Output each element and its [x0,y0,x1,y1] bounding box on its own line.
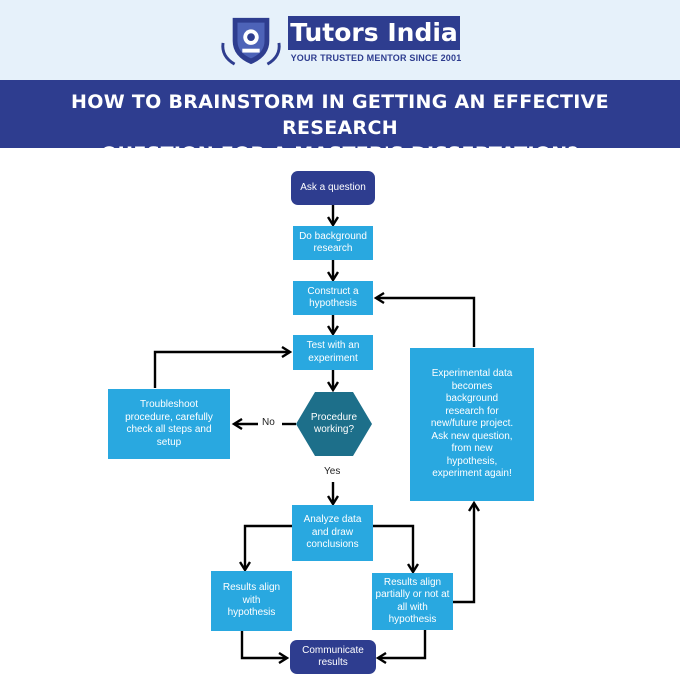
communicate-results-node: Communicate results [290,640,376,674]
hypothesis-node: Construct a hypothesis [293,281,373,315]
troubleshoot-node: Troubleshoot procedure, carefully check … [108,389,230,459]
arrow-analyze-to-partial [373,524,413,572]
arrow-partial-to-feedback [452,503,474,604]
yes-label: Yes [324,466,341,477]
brand-name: Tutors India [288,16,460,50]
arrow-troubleshoot-to-test [153,352,290,388]
title-band: HOW TO BRAINSTORM IN GETTING AN EFFECTIV… [0,80,680,165]
test-experiment-node: Test with an experiment [293,335,373,370]
no-label: No [262,417,275,428]
arrow-align-to-communicate [240,630,287,658]
feedback-loop-node: Experimental data becomes background res… [410,348,534,501]
page-title: HOW TO BRAINSTORM IN GETTING AN EFFECTIV… [40,89,640,167]
brand-tagline: YOUR TRUSTED MENTOR SINCE 2001 [290,53,462,63]
results-partial-node: Results align partially or not at all wi… [372,573,453,630]
title-line-2: QUESTION FOR A MASTER'S DISSERTATION? [101,143,579,165]
analyze-data-node: Analyze data and draw conclusions [292,505,373,561]
results-align-node: Results align with hypothesis [211,571,292,631]
arrow-feedback-to-hypothesis [376,298,476,347]
arrow-partial-to-communicate [378,630,427,658]
background-research-node: Do background research [293,226,373,260]
shield-logo-icon [221,17,281,66]
title-line-1: HOW TO BRAINSTORM IN GETTING AN EFFECTIV… [71,91,609,139]
header-band: Tutors India YOUR TRUSTED MENTOR SINCE 2… [0,0,680,80]
arrow-analyze-to-align [245,524,292,570]
ask-question-node: Ask a question [291,171,375,205]
